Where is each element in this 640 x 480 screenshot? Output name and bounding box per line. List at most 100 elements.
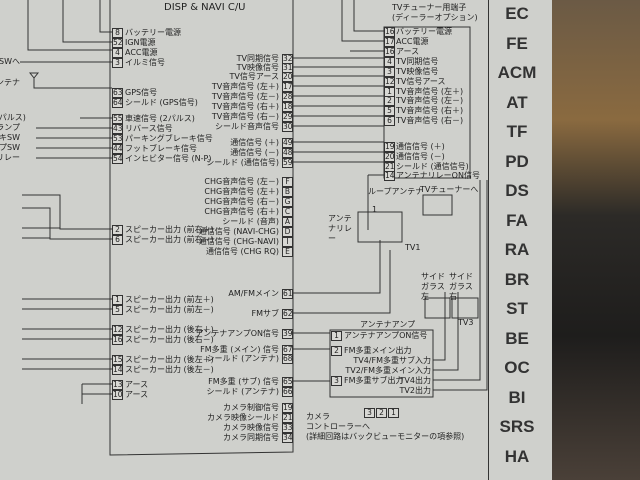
index-tab-oc[interactable]: OC — [504, 358, 530, 377]
index-tab-fe[interactable]: FE — [506, 33, 528, 53]
pin-number: 48 — [282, 148, 293, 158]
relay-box — [357, 211, 403, 243]
pin-number: 29 — [282, 112, 293, 122]
pin-label: スピーカー出力 (前右＋) — [125, 225, 214, 234]
pin-label: シールド音声信号 — [215, 122, 279, 131]
pin-label: カメラ映像信号 — [223, 423, 279, 432]
tuner-pin-label: アース — [396, 47, 420, 56]
background-photo — [552, 0, 640, 480]
tuner-pin-label: 通信信号 (－) — [396, 152, 445, 161]
pin-number: 53 — [112, 134, 123, 144]
left-external-label: ビピターリレー — [0, 153, 20, 162]
pin-number: 20 — [282, 72, 293, 82]
connector-pin: 3 — [364, 408, 375, 418]
pin-number: 49 — [282, 138, 293, 148]
relay-pin-label: 1 — [372, 205, 378, 214]
pin-number: 4 — [112, 48, 123, 58]
pin-number: 33 — [282, 423, 293, 433]
index-tab-srs[interactable]: SRS — [499, 417, 535, 436]
index-tab-ec[interactable]: EC — [505, 4, 529, 23]
pin-label: 車速信号 (2パルス) — [125, 114, 195, 123]
tuner-subtitle: (ディーラーオプション) — [392, 13, 478, 22]
pin-label: ACC電源 — [125, 48, 158, 57]
pin-label: TV同期信号 — [236, 54, 279, 63]
pin-number: 62 — [282, 309, 293, 319]
pin-number: 65 — [282, 377, 293, 387]
index-tab-acm[interactable]: ACM — [497, 63, 537, 82]
pin-label: TV信号アース — [229, 72, 279, 81]
pin-number: 54 — [112, 154, 123, 164]
pin-label: シールド (GPS信号) — [125, 98, 198, 107]
tuner-pin-label: TV同期信号 — [396, 57, 439, 66]
pin-label: シールド (通信信号) — [206, 158, 279, 167]
tuner-pin-number: 12 — [384, 77, 395, 87]
left-external-label: ースランプ — [0, 123, 20, 132]
tv3-label: TV3 — [458, 318, 474, 327]
tuner-title: TVチューナー用端子 — [392, 3, 467, 12]
pin-label: スピーカー出力 (後右－) — [125, 335, 214, 344]
amp-box — [329, 329, 434, 398]
pin-label: FMサブ — [251, 309, 279, 318]
pin-number: 8 — [112, 28, 123, 38]
pin-label: アンテナアンプON信号 — [195, 329, 279, 338]
pin-label: スピーカー出力 (前左－) — [125, 305, 214, 314]
pin-label: TV映像信号 — [236, 63, 279, 72]
index-tab-ha[interactable]: HA — [504, 446, 530, 466]
pin-number: 30 — [282, 122, 293, 132]
pin-number: 18 — [282, 102, 293, 112]
index-tab-ra[interactable]: RA — [504, 240, 530, 259]
pin-number: 16 — [112, 335, 123, 345]
unit-title: DISP & NAVI C/U — [164, 2, 246, 13]
pin-label: スピーカー出力 (後左＋) — [125, 355, 214, 364]
pin-number: 17 — [282, 82, 293, 92]
main-unit-box — [109, 0, 294, 456]
index-tab-br[interactable]: BR — [504, 269, 530, 289]
tuner-pin-label: TV映像信号 — [396, 67, 439, 76]
side-glass-left-label: サイドガラス左 — [421, 272, 445, 301]
pin-label: アース — [125, 390, 149, 399]
index-tab-be[interactable]: BE — [505, 328, 529, 348]
pin-label: TV音声信号 (左＋) — [211, 82, 279, 91]
index-tab-at[interactable]: AT — [506, 92, 528, 112]
tuner-pin-label: TV信号アース — [396, 77, 446, 86]
amp-pin-number: 3 — [331, 376, 342, 386]
index-tab-fa[interactable]: FA — [506, 210, 528, 230]
pin-label: 通信信号 (CHG-NAVI) — [198, 237, 279, 246]
pin-label: CHG音声信号 (右－) — [204, 197, 279, 206]
pin-label: CHG音声信号 (左＋) — [204, 187, 279, 196]
pin-label: アース — [125, 380, 149, 389]
camera-note-3: (詳細回路はバックビューモニターの項参照) — [306, 432, 465, 441]
pin-label: FM多重 (メイン) 信号 — [200, 345, 279, 354]
pin-number: D — [282, 227, 293, 237]
tuner-pin-number: 19 — [384, 142, 395, 152]
pin-label: スピーカー出力 (後左－) — [125, 365, 214, 374]
pin-label: TV音声信号 (右－) — [211, 112, 279, 121]
pin-label: CHG音声信号 (左－) — [204, 177, 279, 186]
tv1-label: TV1 — [405, 243, 421, 252]
pin-label: イルミ信号 — [125, 58, 165, 67]
tuner-pin-number: 2 — [384, 96, 395, 106]
pin-label: 通信信号 (NAVI-CHG) — [198, 227, 279, 236]
connector-pin: 1 — [388, 408, 399, 418]
amp-pin-label: FM多重サブ出力 — [344, 376, 404, 385]
index-tab-tf[interactable]: TF — [506, 122, 528, 141]
amp-pin-number: 1 — [331, 331, 342, 341]
tuner-pin-number: 4 — [384, 57, 395, 67]
tuner-pin-label: アンテナリレーON信号 — [396, 171, 480, 180]
pin-number: 43 — [112, 124, 123, 134]
pin-label: パーキングブレーキ信号 — [125, 134, 213, 143]
tv-tuner-to-label: TVチューナーへ — [420, 185, 479, 194]
pin-label: GPS信号 — [125, 88, 158, 97]
side-glass-right-label: サイドガラス右 — [449, 272, 473, 301]
pin-number: 28 — [282, 92, 293, 102]
tuner-pin-number: 3 — [384, 67, 395, 77]
index-tab-bi[interactable]: BI — [508, 387, 526, 407]
pin-label: シールド (アンテナ) — [206, 354, 279, 363]
pin-label: フットブレーキ信号 — [125, 144, 197, 153]
index-tab-pd[interactable]: PD — [505, 151, 529, 171]
tuner-pin-label: TV音声信号 (右＋) — [396, 106, 464, 115]
pin-label: 通信信号 (CHG RQ) — [206, 247, 279, 256]
index-tab-st[interactable]: ST — [506, 299, 528, 318]
pin-number: F — [282, 177, 293, 187]
index-tab-ds[interactable]: DS — [505, 181, 529, 200]
